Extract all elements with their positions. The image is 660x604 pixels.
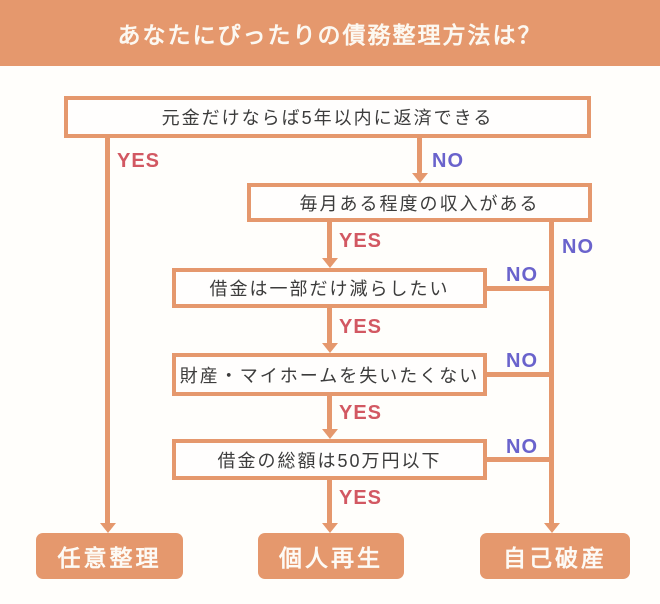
result-text-3: 自己破産 xyxy=(503,545,607,571)
line-no-q1-to-q2 xyxy=(417,138,422,173)
question-text-2: 毎月ある程度の収入がある xyxy=(299,193,540,214)
result-box-voluntary-restructuring: 任意整理 xyxy=(36,533,183,579)
arrow-down-icon xyxy=(322,523,338,533)
label-no-q2: NO xyxy=(562,236,594,258)
page-title: あなたにぴったりの債務整理方法は？ xyxy=(117,22,543,48)
line-yes-to-voluntary xyxy=(105,138,110,523)
line-yes-q4-to-q5 xyxy=(327,396,332,429)
label-no-q1: NO xyxy=(432,150,464,172)
question-text-3: 借金は一部だけ減らしたい xyxy=(209,279,450,299)
result-text-1: 任意整理 xyxy=(57,545,162,571)
question-text-1: 元金だけならば5年以内に返済できる xyxy=(161,108,494,128)
question-text-4: 財産・マイホームを失いたくない xyxy=(179,365,480,386)
line-yes-q5-to-rehabilitation xyxy=(327,480,332,523)
question-box-1: 元金だけならば5年以内に返済できる xyxy=(64,96,591,138)
label-yes-q5: YES xyxy=(339,487,383,509)
question-box-2: 毎月ある程度の収入がある xyxy=(247,183,592,222)
arrow-down-icon xyxy=(322,429,338,439)
question-box-5: 借金の総額は50万円以下 xyxy=(172,439,487,480)
label-yes-q4: YES xyxy=(339,402,383,424)
header-banner: あなたにぴったりの債務整理方法は？ xyxy=(0,0,660,66)
result-box-individual-rehabilitation: 個人再生 xyxy=(258,533,404,579)
label-yes-q2: YES xyxy=(339,230,383,252)
label-no-q5: NO xyxy=(506,436,538,458)
label-no-q3: NO xyxy=(506,264,538,286)
connector-no-q4 xyxy=(487,372,549,377)
result-box-bankruptcy: 自己破産 xyxy=(480,533,630,579)
line-yes-q3-to-q4 xyxy=(327,308,332,343)
question-box-3: 借金は一部だけ減らしたい xyxy=(172,268,487,308)
line-no-right-to-bankruptcy xyxy=(549,222,554,523)
question-text-5: 借金の総額は50万円以下 xyxy=(217,450,442,471)
connector-no-q3 xyxy=(487,286,549,291)
label-no-q4: NO xyxy=(506,350,538,372)
label-yes-q3: YES xyxy=(339,316,383,338)
label-yes-q1: YES xyxy=(117,150,161,172)
question-box-4: 財産・マイホームを失いたくない xyxy=(172,353,487,396)
arrow-down-icon xyxy=(412,173,428,183)
result-text-2: 個人再生 xyxy=(279,545,383,571)
line-yes-q2-to-q3 xyxy=(327,222,332,258)
arrow-down-icon xyxy=(322,343,338,353)
connector-no-q5 xyxy=(487,457,549,462)
arrow-down-icon xyxy=(100,523,116,533)
arrow-down-icon xyxy=(322,258,338,268)
arrow-down-icon xyxy=(544,523,560,533)
